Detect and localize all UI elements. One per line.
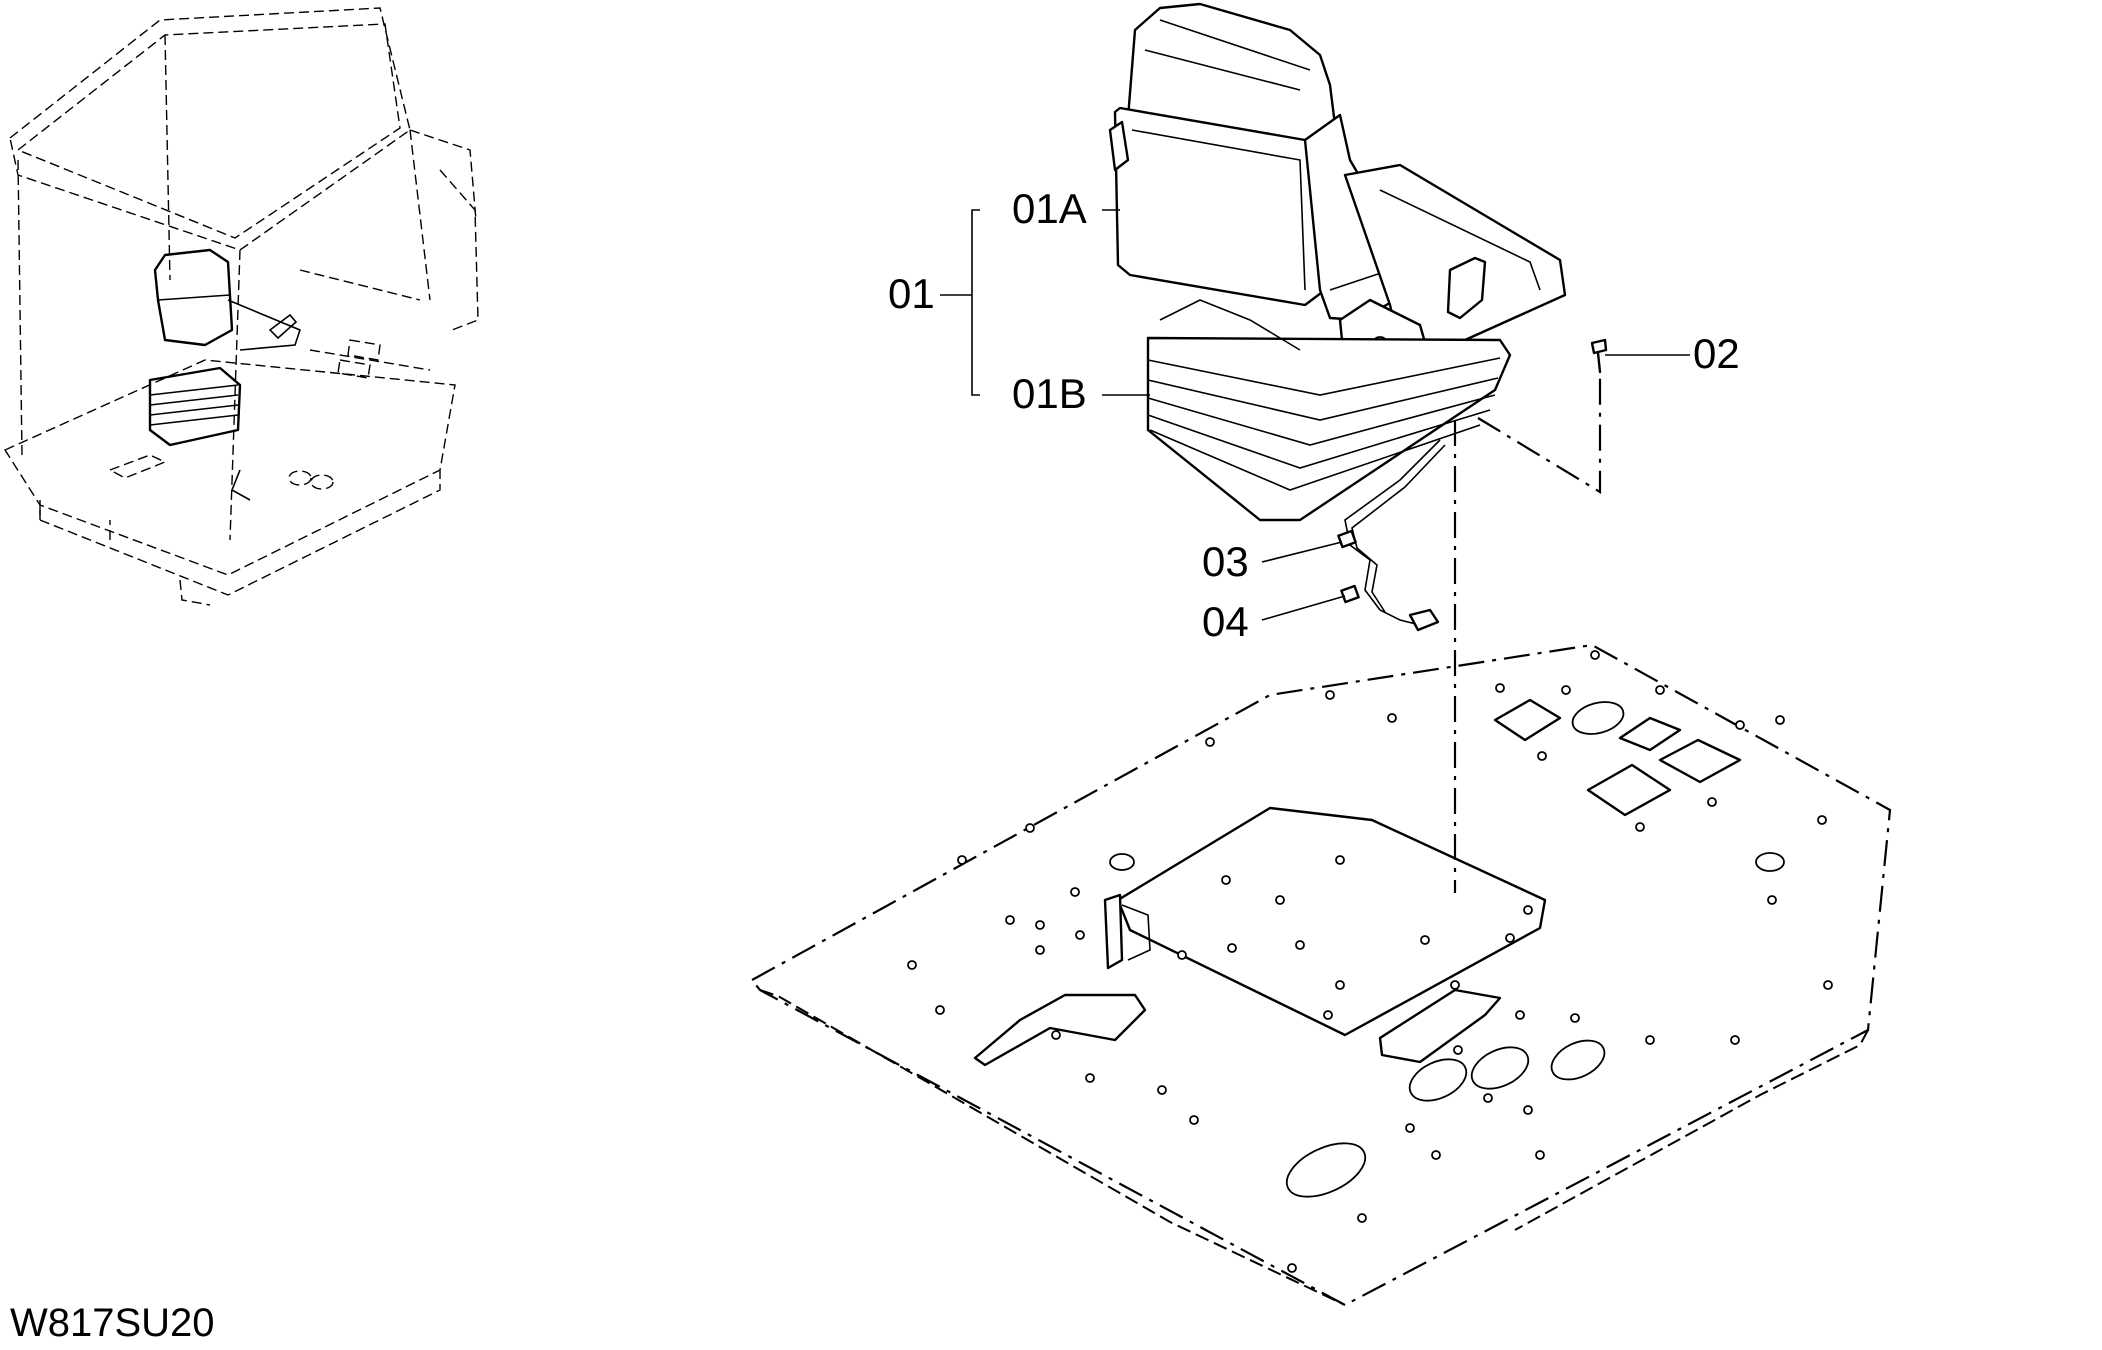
callout-02: 02 — [1693, 330, 1740, 377]
assembly-lines — [1453, 372, 1602, 893]
drawing-code: W817SU20 — [10, 1301, 215, 1345]
callout-01b: 01B — [1012, 370, 1087, 417]
cab-locator-view — [3, 7, 479, 606]
bolt — [1590, 338, 1608, 374]
callout-04: 04 — [1202, 598, 1249, 645]
callout-03: 03 — [1202, 538, 1249, 585]
callout-01: 01 — [888, 270, 935, 317]
seat-mounting-plate — [1103, 806, 1547, 1037]
cab-floor-plate — [750, 643, 1892, 1307]
callout-01a: 01A — [1012, 185, 1087, 232]
floor-holes — [907, 650, 1833, 1273]
operator-seat — [1108, 2, 1567, 632]
locator-seat — [148, 248, 301, 501]
leader-lines — [940, 209, 1690, 621]
